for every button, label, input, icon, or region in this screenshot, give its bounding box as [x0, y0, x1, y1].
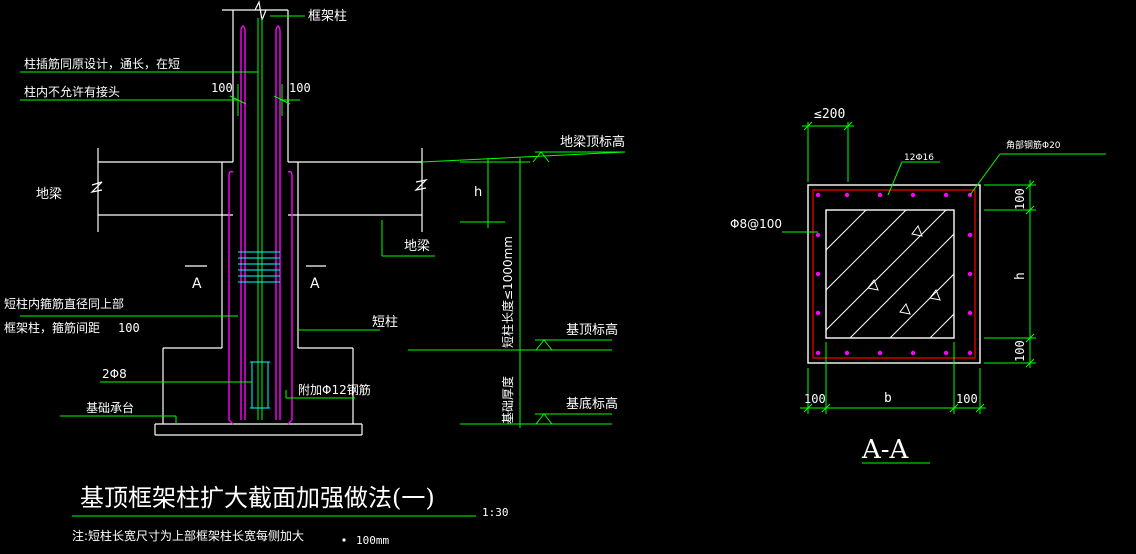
section-mark-left: A: [192, 276, 202, 292]
drawing-scale: 1:30: [482, 506, 509, 519]
section-title: A-A: [861, 435, 910, 465]
extra-phi12-label: 附加Φ12钢筋: [298, 382, 371, 397]
title-block: 基顶框架柱扩大截面加强做法(一) 1:30 注:短柱长宽尺寸为上部框架柱长宽每侧…: [72, 484, 509, 547]
section-top-dim: ≤200: [814, 107, 845, 122]
frame-column-outline: [222, 0, 289, 162]
dim-100-left: 100: [211, 81, 233, 95]
section-corner-bars: 角部钢筋Φ20: [1006, 139, 1061, 151]
ground-beam-lines: [90, 148, 428, 232]
drawing-note-value: 100mm: [356, 534, 389, 547]
section-dimension-lines: [782, 121, 1106, 464]
stirrup-spacing: 100: [118, 321, 140, 335]
stirrup-lines: [238, 251, 280, 409]
section-outer-outline: [807, 184, 981, 364]
section-dim-bottom: 100: [1013, 340, 1027, 362]
drawing-title: 基顶框架柱扩大截面加强做法(一): [80, 484, 435, 512]
rebar-note-line-1: 柱插筋同原设计，通长，在短: [24, 56, 180, 71]
foundation-top-elev: 基顶标高: [566, 322, 618, 338]
section-main-bars: 12Φ16: [904, 153, 934, 163]
h-label: h: [474, 185, 482, 200]
dim-100-right: 100: [289, 81, 311, 95]
ground-beam-top-elev: 地梁顶标高: [560, 134, 625, 150]
stirrup-note-line-2: 框架柱，箍筋间距: [4, 320, 100, 335]
frame-column-label: 框架柱: [308, 9, 347, 24]
note-dot: [342, 538, 346, 542]
ground-beam-label-right: 地梁: [404, 239, 430, 254]
section-dim-b: b: [884, 391, 892, 406]
section-inner-column: [825, 209, 955, 339]
column-centre-lines: [257, 18, 263, 420]
section-mark-right: A: [310, 276, 320, 292]
short-column-outline: [221, 162, 299, 348]
two-phi8-label: 2Φ8: [102, 367, 127, 381]
section-view: ≤200 12Φ16 角部钢筋Φ20 Φ8@100 100 h 100 100 …: [730, 107, 1106, 465]
dimension-ticks: [229, 95, 291, 105]
foundation-thickness-label: 基础厚度: [500, 376, 515, 424]
ground-beam-label-left: 地梁: [36, 187, 62, 202]
short-column-length-label: 短柱长度≤1000mm: [500, 236, 515, 348]
section-dim-right: 100: [956, 392, 978, 406]
section-stirrup: [812, 189, 976, 359]
section-dim-top: 100: [1013, 188, 1027, 210]
elevation-markers: [408, 151, 626, 428]
drawing-note: 注:短柱长宽尺寸为上部框架柱长宽每侧加大: [72, 528, 304, 543]
section-dim-left: 100: [804, 392, 826, 406]
column-rebar: [228, 25, 293, 425]
short-column-label: 短柱: [372, 315, 398, 330]
stirrup-note-line-1: 短柱内箍筋直径同上部: [4, 296, 124, 311]
elevation-view: 框架柱 柱插筋同原设计，通长，在短 柱内不允许有接头 100 100 地梁 地梁…: [4, 0, 626, 436]
leader-lines: [20, 15, 435, 424]
section-stirrup-label: Φ8@100: [730, 217, 782, 231]
rebar-note-line-2: 柱内不允许有接头: [24, 84, 120, 99]
foundation-cap-label: 基础承台: [86, 400, 134, 415]
section-hatch: [826, 210, 954, 338]
foundation-bottom-elev: 基底标高: [566, 396, 618, 412]
section-dim-h: h: [1013, 272, 1028, 280]
section-rebar-dots: [815, 192, 973, 356]
foundation-cap-outline: [154, 347, 363, 436]
